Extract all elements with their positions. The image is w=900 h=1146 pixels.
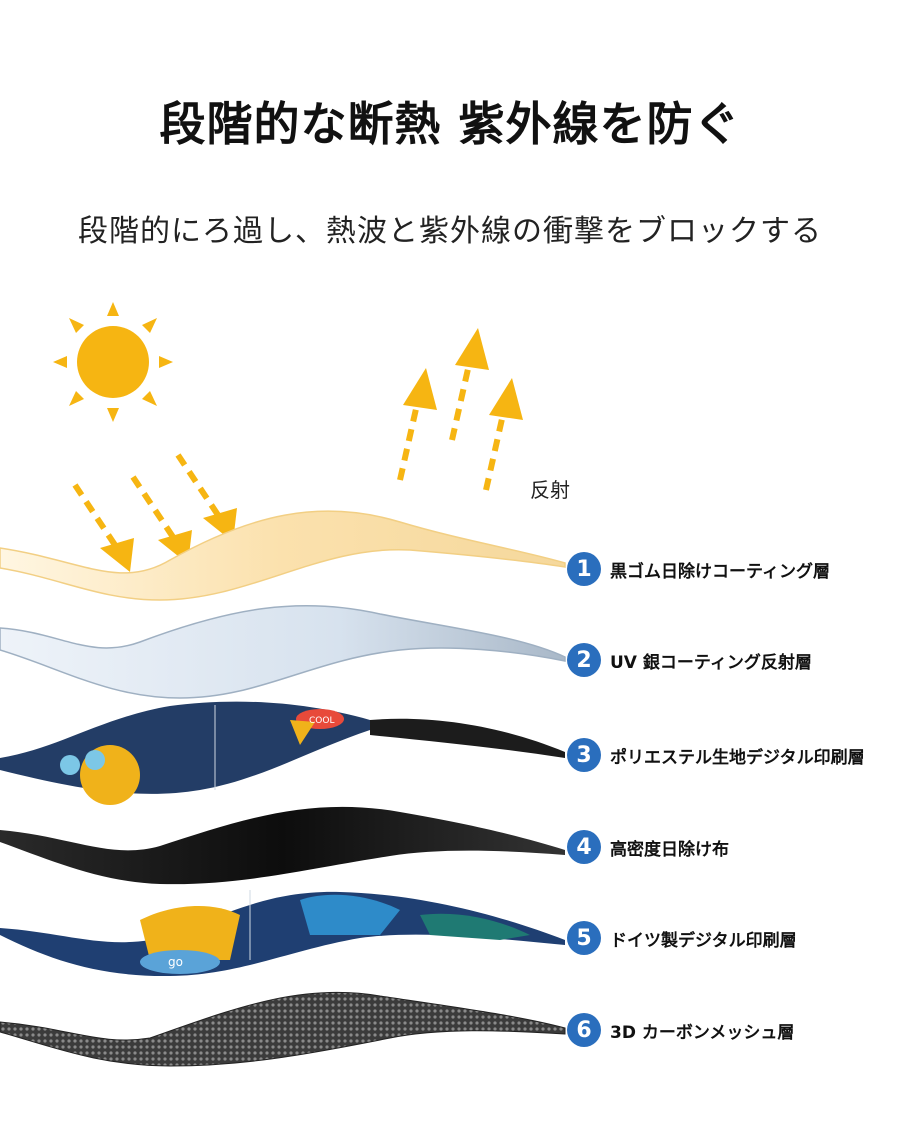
reflect-label: 反射 — [530, 478, 570, 502]
incoming-arrow-icon — [100, 538, 134, 572]
layer-label: UV 銀コーティング反射層 — [610, 652, 812, 673]
layer-3-shape: COOL — [0, 701, 565, 805]
layer-label: 黒ゴム日除けコーティング層 — [610, 561, 830, 582]
print-text-cool: COOL — [309, 716, 334, 726]
page-title: 段階的な断熱 紫外線を防ぐ — [159, 97, 741, 151]
layer-4-shape — [0, 806, 565, 885]
layer-2-shape — [0, 604, 566, 699]
reflected-arrow-icon — [455, 328, 489, 370]
layer-number-badge: 5 — [567, 921, 601, 955]
print-text-go: go — [168, 955, 183, 969]
layer-number-badge: 3 — [567, 738, 601, 772]
layer-item-1: 1 黒ゴム日除けコーティング層 — [567, 551, 830, 587]
layer-item-6: 6 3D カーボンメッシュ層 — [567, 1012, 794, 1048]
layer-label: ドイツ製デジタル印刷層 — [610, 930, 797, 951]
layer-1-shape — [0, 510, 566, 601]
reflected-arrow-icon — [403, 368, 437, 410]
layer-number-badge: 1 — [567, 552, 601, 586]
layer-5-shape: go — [0, 890, 565, 977]
layer-6-shape — [0, 991, 566, 1067]
reflected-arrow-icon — [489, 378, 523, 420]
layer-item-2: 2 UV 銀コーティング反射層 — [567, 642, 812, 678]
layer-label: 高密度日除け布 — [610, 839, 729, 860]
layer-number-badge: 6 — [567, 1013, 601, 1047]
layer-number-badge: 2 — [567, 643, 601, 677]
layer-label: 3D カーボンメッシュ層 — [610, 1022, 795, 1043]
reflected-arrow-icon — [397, 359, 507, 491]
layer-number-badge: 4 — [567, 830, 601, 864]
page-subtitle: 段階的にろ過し、熱波と紫外線の衝撃をブロックする — [78, 214, 822, 249]
incoming-arrow-icon — [72, 453, 221, 547]
layer-label: ポリエステル生地デジタル印刷層 — [610, 747, 865, 768]
sun-icon — [53, 302, 173, 422]
layer-item-4: 4 高密度日除け布 — [567, 829, 729, 865]
layer-item-3: 3 ポリエステル生地デジタル印刷層 — [567, 737, 865, 773]
layer-item-5: 5 ドイツ製デジタル印刷層 — [567, 920, 797, 956]
